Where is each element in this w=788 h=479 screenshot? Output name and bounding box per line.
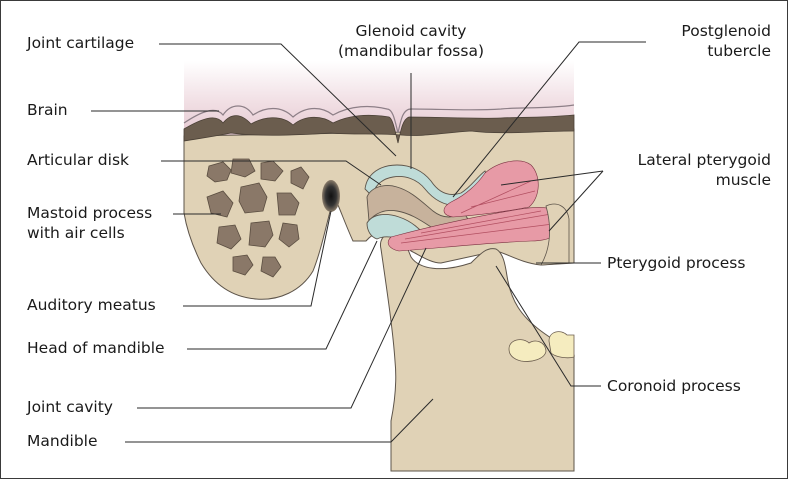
label-joint-cartilage: Joint cartilage bbox=[27, 34, 134, 53]
label-joint-cavity: Joint cavity bbox=[27, 398, 113, 417]
label-head-of-mandible: Head of mandible bbox=[27, 339, 165, 358]
label-postglenoid-line1: Postglenoid bbox=[601, 22, 771, 41]
label-glenoid-cavity-line2: (mandibular fossa) bbox=[331, 42, 491, 61]
label-articular-disk: Articular disk bbox=[27, 151, 129, 170]
auditory-meatus-shape bbox=[322, 180, 340, 212]
label-auditory-meatus: Auditory meatus bbox=[27, 296, 156, 315]
label-lateral-pterygoid-line1: Lateral pterygoid bbox=[601, 151, 771, 170]
label-mandible: Mandible bbox=[27, 432, 98, 451]
label-glenoid-cavity-line1: Glenoid cavity bbox=[331, 22, 491, 41]
label-brain: Brain bbox=[27, 101, 68, 120]
label-postglenoid-line2: tubercle bbox=[601, 42, 771, 61]
label-lateral-pterygoid-line2: muscle bbox=[601, 171, 771, 190]
label-pterygoid-process: Pterygoid process bbox=[607, 254, 745, 273]
label-coronoid-process: Coronoid process bbox=[607, 377, 741, 396]
label-mastoid-process-line2: with air cells bbox=[27, 224, 125, 243]
label-mastoid-process-line1: Mastoid process bbox=[27, 204, 152, 223]
